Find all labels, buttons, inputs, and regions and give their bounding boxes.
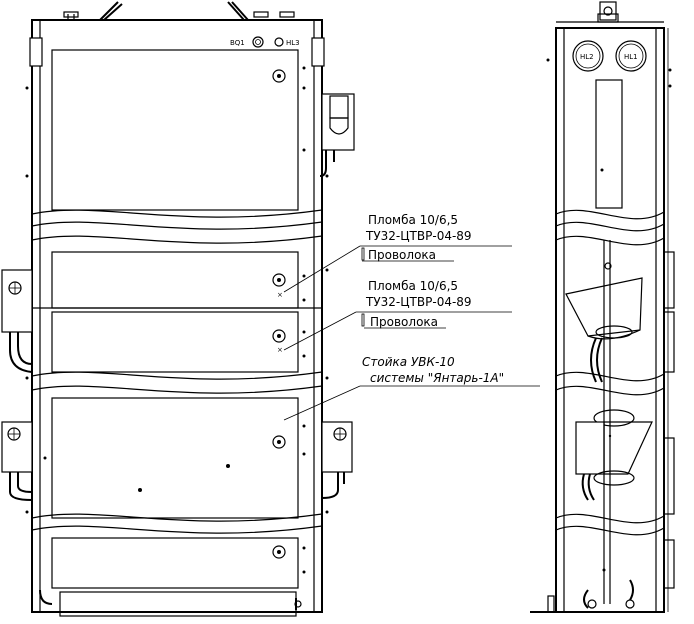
rack-line1: Стойка УВК-10 xyxy=(362,355,455,369)
seal-1-line1: Пломба 10/6,5 xyxy=(368,213,458,227)
top-bracket-right xyxy=(227,1,295,21)
svg-text:HL3: HL3 xyxy=(286,39,300,47)
svg-text:×: × xyxy=(277,291,283,299)
seal-2-line1: Пломба 10/6,5 xyxy=(368,279,458,293)
indicator-hl2: HL2 xyxy=(572,40,604,72)
door-panel-mid-1 xyxy=(51,251,299,309)
terminal-box-left-lower xyxy=(1,421,33,501)
cabinet-outer xyxy=(31,19,323,613)
indicator-bq1: BQ1 xyxy=(230,36,264,48)
side-base xyxy=(530,568,664,613)
side-flanges xyxy=(663,251,675,589)
lock-icon-3: × xyxy=(272,329,286,354)
seal-1-line2: ТУ32-ЦТВР-04-89 xyxy=(365,229,472,243)
connector-lower xyxy=(575,409,653,501)
wire-1-label: Проволока xyxy=(368,248,436,262)
cabinet-base xyxy=(32,589,322,617)
door-panel-lower xyxy=(51,397,299,519)
door-panel-mid-2 xyxy=(51,311,299,373)
door-panel-bottom xyxy=(51,537,299,589)
svg-text:HL2: HL2 xyxy=(580,53,594,61)
lock-icon-5 xyxy=(272,545,286,559)
lock-icon-4 xyxy=(272,435,286,449)
lock-icon-2: × xyxy=(272,273,286,299)
callout-rack: Стойка УВК-10 системы "Янтарь-1А" xyxy=(283,355,540,421)
indicator-hl1: HL1 xyxy=(615,40,647,72)
svg-text:HL1: HL1 xyxy=(624,53,638,61)
break-lines-front xyxy=(31,209,323,534)
door-panel-top xyxy=(51,49,299,211)
svg-text:BQ1: BQ1 xyxy=(230,39,245,47)
terminal-box-right-lower xyxy=(321,421,353,499)
rack-line2: системы "Янтарь-1А" xyxy=(370,371,504,385)
connector-upper xyxy=(565,262,643,383)
front-view: BQ1 HL3 xyxy=(1,1,355,617)
top-bracket-left xyxy=(63,1,123,21)
callout-seal-1: Пломба 10/6,5 ТУ32-ЦТВР-04-89 Проволока xyxy=(283,213,512,293)
callout-seal-2: Пломба 10/6,5 ТУ32-ЦТВР-04-89 Проволока xyxy=(283,279,512,351)
wire-2-label: Проволока xyxy=(370,315,438,329)
indicator-hl3: HL3 xyxy=(274,37,300,47)
svg-text:×: × xyxy=(277,346,283,354)
lock-icon xyxy=(272,69,286,83)
side-markers xyxy=(25,86,329,514)
top-mount xyxy=(556,1,664,29)
side-view: HL2 HL1 xyxy=(530,1,675,613)
terminal-box-right-top xyxy=(319,93,355,177)
seal-2-line2: ТУ32-ЦТВР-04-89 xyxy=(365,295,472,309)
terminal-box-left-mid xyxy=(1,269,33,373)
